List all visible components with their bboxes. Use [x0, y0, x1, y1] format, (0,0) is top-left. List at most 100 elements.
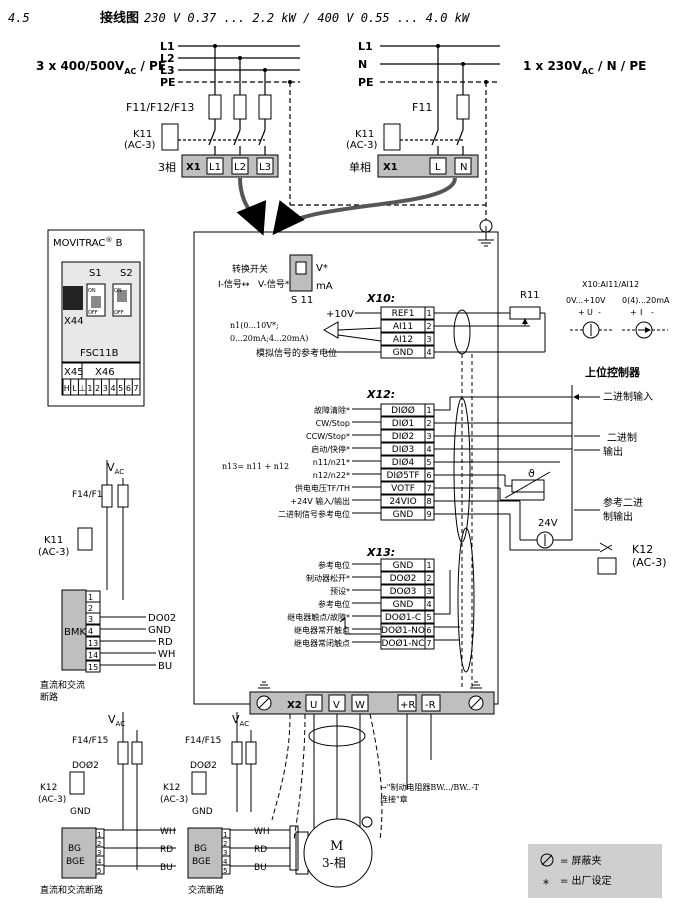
svg-text:X44: X44 [64, 316, 84, 327]
svg-text:+: + [630, 308, 637, 317]
bg-pin-number: 3 [97, 849, 101, 857]
potentiometer-r11: R11 [500, 290, 545, 326]
bmk-pin-box [85, 612, 101, 625]
x13-pin-name: DOØ1-NO [381, 625, 425, 636]
svg-text:ϑ: ϑ [528, 467, 535, 480]
svg-text:(AC-3): (AC-3) [346, 140, 378, 151]
svg-text:BGE: BGE [66, 857, 85, 867]
x12-pin-name: GND [393, 510, 414, 520]
svg-text:制输出: 制输出 [603, 510, 633, 523]
x12-pin-number: 6 [426, 471, 431, 480]
section-subtitle: 230 V 0.37 ... 2.2 kW / 400 V 0.55 ... 4… [144, 11, 471, 25]
line-label-l1-right: L1 [358, 40, 373, 53]
svg-text:X13:: X13: [366, 546, 395, 559]
bmk-pin-box [85, 624, 101, 637]
x12-pin-label: +24V 输入/输出 [290, 496, 350, 506]
svg-text:U: U [587, 308, 593, 317]
x13-pin-number: 6 [426, 626, 431, 635]
svg-text:RD: RD [160, 845, 173, 855]
svg-text:WH: WH [160, 827, 176, 837]
svg-text:二进制: 二进制 [607, 431, 637, 444]
host-controller: 上位控制器 二进制输入 二进制 输出 参考二进 制输出 ϑ 24V [504, 365, 653, 549]
svg-text:ON: ON [114, 288, 122, 294]
svg-text:X1: X1 [186, 162, 201, 173]
svg-text:连接"章: 连接"章 [380, 794, 408, 804]
x12-pin-number: 3 [426, 432, 431, 441]
x13-pin-label: 继电器触点/故障* [287, 612, 350, 622]
svg-text:X10:: X10: [366, 292, 395, 305]
ai-input-legend: X10:AI11/AI12 0V...+10V 0(4)...20mA + U … [566, 280, 670, 339]
x46-pin-label: 4 [110, 384, 115, 393]
motor: M 3-相 [295, 816, 373, 888]
x13-pin-name: DOØ1-C [385, 612, 421, 623]
x13-pin-num-box [424, 636, 435, 650]
svg-text:K12: K12 [632, 543, 653, 556]
svg-text:X46: X46 [95, 367, 115, 378]
x13-pin-number: 1 [426, 561, 431, 570]
svg-text:直流和交流: 直流和交流 [40, 679, 85, 691]
bg-pin-number: 5 [97, 867, 101, 875]
svg-text:-: - [598, 308, 601, 317]
x12-pin-name: DIØ2 [392, 431, 414, 442]
svg-text:模拟信号的参考电位: 模拟信号的参考电位 [256, 347, 337, 359]
svg-text:L: L [435, 162, 441, 173]
legend-box: = 屏蔽夹 * = 出厂设定 [528, 844, 662, 898]
x46-pin-label: L [72, 384, 77, 393]
x12-pin-label: 故障清除* [314, 405, 350, 415]
bg-block-left: F14/F15 VAC DOØ2 K12 (AC-3) GND BG BGE 1… [38, 713, 176, 896]
svg-text:(AC-3): (AC-3) [38, 795, 66, 805]
x13-pin-label: 预设* [330, 586, 350, 596]
x13-pin-num-box [424, 584, 435, 598]
svg-text:K11: K11 [44, 535, 63, 546]
svg-text:+10V: +10V [326, 309, 354, 320]
x13-pin-label: 参考电位 [318, 599, 350, 609]
svg-text:断路: 断路 [40, 691, 58, 703]
svg-text:BU: BU [254, 863, 267, 873]
svg-text:OFF: OFF [88, 310, 98, 316]
svg-text:n13= n11 + n12: n13= n11 + n12 [222, 462, 289, 471]
x12-pin-name: DIØ3 [392, 444, 414, 455]
svg-text:X1: X1 [383, 162, 398, 173]
svg-text:ON: ON [88, 288, 96, 294]
bg-pin-number: 2 [97, 840, 101, 848]
x13-pin-number: 5 [426, 613, 431, 622]
line-label-l1-left: L1 [160, 40, 175, 53]
svg-text:(AC-3): (AC-3) [632, 556, 667, 569]
x12-pin-name: DIØ5TF [386, 470, 419, 481]
heading: 4.5 接线图 230 V 0.37 ... 2.2 kW / 400 V 0.… [8, 10, 471, 26]
svg-text:= 屏蔽夹: = 屏蔽夹 [560, 854, 602, 867]
svg-text:mA: mA [316, 281, 333, 292]
svg-text:n1(0...10V*;: n1(0...10V*; [230, 321, 279, 330]
x13-pin-name: DOØ1-NC [381, 638, 424, 649]
x13-pin-name: DOØ3 [390, 586, 417, 597]
x46-pin-label: 1 [87, 384, 92, 393]
svg-text:X10:AI11/AI12: X10:AI11/AI12 [582, 280, 639, 289]
svg-text:S1: S1 [89, 268, 102, 279]
svg-text:X12:: X12: [366, 388, 395, 401]
bmk-pin-number: 13 [88, 639, 98, 648]
svg-text:F14/F15: F14/F15 [72, 490, 108, 500]
x13-pin-num-box [424, 597, 435, 611]
x1-terminal-left: X1 L1 L2 L3 [181, 154, 279, 178]
svg-text:直流和交流断路: 直流和交流断路 [40, 884, 103, 896]
section-number: 4.5 [8, 11, 30, 25]
svg-text:GND: GND [70, 807, 91, 817]
single-phase-tag: 单相 [349, 161, 371, 174]
x12-pin-name: DIØØ [391, 405, 415, 416]
svg-text:BG: BG [194, 844, 207, 854]
x12-pin-name: DIØ4 [392, 457, 415, 468]
x12-pin-number: 8 [426, 497, 431, 506]
x13-pin-num-box [424, 558, 435, 572]
svg-text:上位控制器: 上位控制器 [585, 365, 641, 379]
x12-pin-number: 4 [426, 445, 431, 454]
earth-top [478, 219, 494, 247]
x10-pin-num-box [424, 332, 435, 346]
svg-text:(AC-3): (AC-3) [38, 547, 70, 558]
svg-text:M: M [330, 839, 343, 854]
svg-text:VAC: VAC [108, 713, 125, 728]
x13-pin-number: 7 [426, 639, 431, 648]
bg-pin-box [221, 864, 231, 875]
